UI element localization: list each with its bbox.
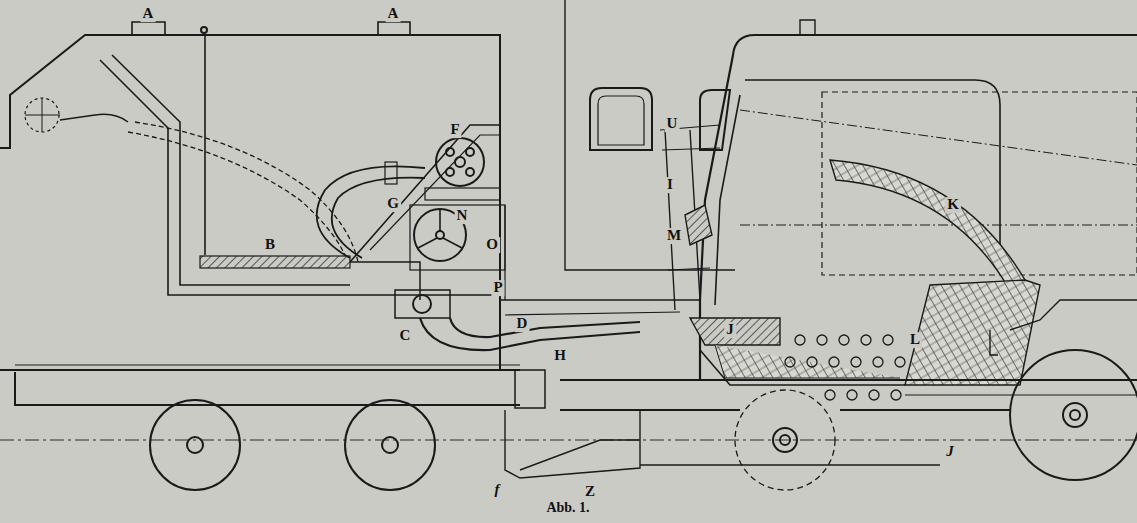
part-letter: D xyxy=(515,316,530,332)
tender-wheels xyxy=(150,400,435,490)
part-letter: H xyxy=(552,348,568,364)
locomotive xyxy=(0,0,1137,490)
part-letter: I xyxy=(665,177,675,193)
part-letter: K xyxy=(945,197,961,213)
part-letter: G xyxy=(385,196,401,212)
part-letter: Z xyxy=(583,484,597,500)
part-letter: C xyxy=(398,328,413,344)
figure-caption: Abb. 1. xyxy=(544,501,591,516)
part-letter: A xyxy=(141,6,156,22)
tender xyxy=(0,22,700,408)
part-letter: f xyxy=(493,482,502,498)
part-letter: J xyxy=(944,444,956,460)
part-letter: O xyxy=(484,237,500,253)
part-letter: A xyxy=(386,6,401,22)
part-letter: F xyxy=(448,122,461,138)
part-letter: L xyxy=(908,332,922,348)
part-letter: U xyxy=(665,116,680,132)
part-letter: N xyxy=(455,208,470,224)
part-letter: J xyxy=(724,322,736,338)
part-letter: M xyxy=(665,228,683,244)
part-letter: P xyxy=(491,280,504,296)
part-letter: B xyxy=(263,237,277,253)
